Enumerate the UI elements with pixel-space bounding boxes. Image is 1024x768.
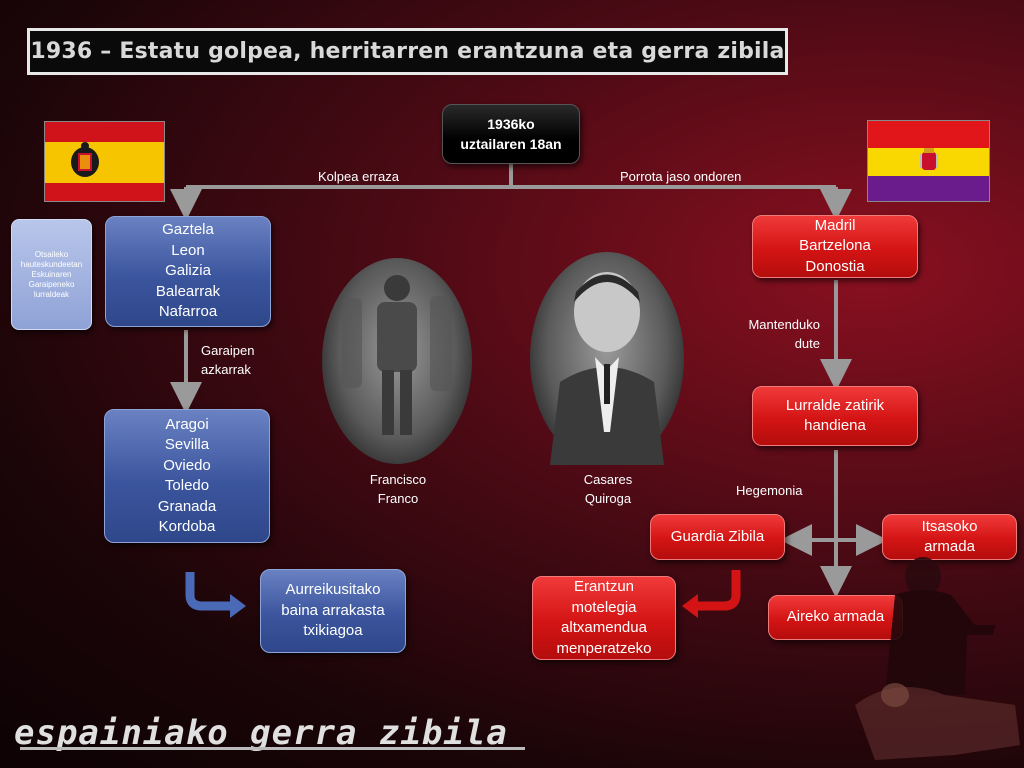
city-item: Sevilla — [164, 436, 210, 453]
republic-cities-list: Madril Bartzelona Donostia — [799, 216, 871, 278]
nationalist-result-text: Aurreikusitako baina arrakasta txikiagoa — [281, 581, 385, 640]
franco-caption: Francisco Franco — [369, 472, 427, 506]
label-mantenduko: Mantenduko dute — [748, 317, 820, 351]
curved-red-arrow — [696, 570, 741, 611]
nationalist-cities-box: Aragoi Sevilla Oviedo Toledo Granada Kor… — [104, 409, 270, 543]
curved-red-arrow-head — [682, 594, 698, 618]
guardia-zibila-box: Guardia Zibila — [650, 514, 785, 560]
spain-nationalist-flag-icon — [44, 121, 165, 202]
label-hegemonia: Hegemonia — [736, 483, 803, 498]
republic-city-item: Donostia — [805, 257, 865, 275]
casares-caption: Casares Quiroga — [583, 472, 633, 506]
nationalist-cities-list: Aragoi Sevilla Oviedo Toledo Granada Kor… — [158, 415, 216, 538]
root-date-node: 1936ko uztailaren 18an — [442, 104, 580, 164]
itsasoko-armada-box: Itsasoko armada — [882, 514, 1017, 560]
erantzun-text: Erantzun motelegia altxamendua menperatz… — [556, 578, 652, 657]
side-note-box: Otsaileko hauteskundeetan Eskuinaren Gar… — [11, 219, 92, 330]
republic-coat-of-arms — [920, 148, 938, 170]
nationalist-result-box: Aurreikusitako baina arrakasta txikiagoa — [260, 569, 406, 653]
aireko-armada-text: Aireko armada — [786, 608, 885, 626]
republic-city-item: Bartzelona — [799, 237, 871, 255]
side-note-text: Otsaileko hauteskundeetan Eskuinaren Gar… — [20, 249, 83, 299]
city-item: Aragoi — [165, 415, 209, 433]
city-item: Oviedo — [163, 456, 211, 474]
root-date-text: 1936ko uztailaren 18an — [460, 115, 562, 153]
nationalist-regions-list: Gaztela Leon Galizia Balearrak Nafarroa — [156, 220, 220, 323]
casares-photo — [530, 252, 684, 465]
curved-blue-arrow — [185, 572, 232, 611]
curved-blue-arrow-head — [230, 594, 246, 618]
republic-city-item: Madril — [814, 216, 856, 234]
franco-photo — [322, 258, 472, 464]
region-item: Leon — [171, 241, 205, 259]
city-item: Kordoba — [158, 518, 216, 535]
itsasoko-armada-text: Itsasoko armada — [921, 517, 978, 556]
label-porrota: Porrota jaso ondoren — [620, 169, 742, 184]
nationalist-flag-graphic — [45, 122, 164, 201]
label-kolpea: Kolpea erraza — [318, 169, 399, 184]
region-item: Galizia — [165, 262, 211, 280]
city-item: Toledo — [164, 477, 210, 494]
region-item: Nafarroa — [158, 303, 218, 321]
republic-flag-graphic — [868, 121, 989, 201]
nationalist-eagle-emblem — [71, 142, 99, 177]
page-title: 1936 – Estatu golpea, herritarren erantz… — [30, 39, 785, 64]
city-item: Granada — [157, 497, 217, 515]
casares-figure-graphic — [550, 272, 664, 465]
region-item: Gaztela — [162, 221, 214, 239]
territory-box: Lurralde zatirik handiena — [752, 386, 918, 446]
aireko-armada-box: Aireko armada — [768, 595, 903, 640]
franco-figure-graphic — [342, 275, 452, 435]
mourning-figures-graphic — [855, 557, 1020, 760]
logo-text: espainiako gerra zibila — [14, 713, 508, 753]
title-box: 1936 – Estatu golpea, herritarren erantz… — [27, 28, 788, 75]
republic-cities-box: Madril Bartzelona Donostia — [752, 215, 918, 278]
erantzun-box: Erantzun motelegia altxamendua menperatz… — [532, 576, 676, 660]
logo-underline — [20, 747, 525, 750]
nationalist-regions-box: Gaztela Leon Galizia Balearrak Nafarroa — [105, 216, 271, 327]
spain-republic-flag-icon — [867, 120, 990, 202]
region-item: Balearrak — [155, 282, 221, 300]
guardia-zibila-text: Guardia Zibila — [670, 527, 765, 545]
territory-text: Lurralde zatirik handiena — [785, 396, 885, 435]
label-garaipen: Garaipen azkarrak — [201, 343, 255, 377]
